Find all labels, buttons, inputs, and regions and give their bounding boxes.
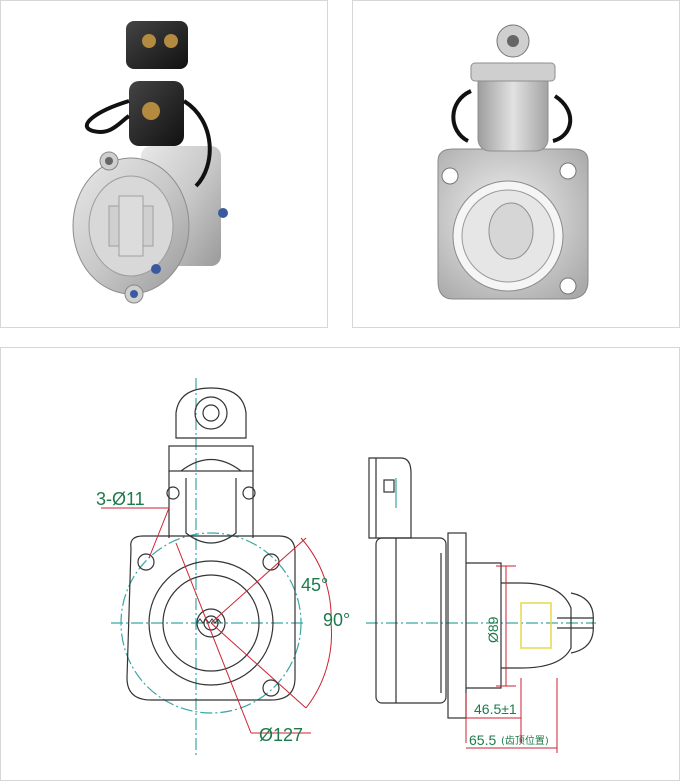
technical-drawing: 3-Ø11 45° 90° Ø127 Ø89 46.5±1 65.5 (齿顶位置… [0,347,680,781]
dimension-labels: 3-Ø11 45° 90° Ø127 Ø89 46.5±1 65.5 (齿顶位置… [96,489,549,748]
front-view-dimensions [101,507,332,734]
length-65-5-label: 65.5 [469,732,496,748]
length-46-5-label: 46.5±1 [474,701,517,717]
starter-motor-rear-image [72,21,228,304]
angle-90-label: 90° [323,610,350,630]
angle-45-label: 45° [301,575,328,595]
length-65-5-note: (齿顶位置) [501,734,549,747]
side-view [366,457,596,719]
holes-label: 3-Ø11 [96,489,145,509]
side-view-dimensions [465,565,558,753]
starter-motor-front-image [437,24,589,300]
dimension-drawing: 3-Ø11 45° 90° Ø127 Ø89 46.5±1 65.5 (齿顶位置… [96,378,596,758]
diameter-127-label: Ø127 [259,725,303,745]
front-view [111,378,306,758]
photo-rear-view [0,0,328,328]
diameter-89-label: Ø89 [485,616,501,643]
photo-front-view [352,0,680,328]
